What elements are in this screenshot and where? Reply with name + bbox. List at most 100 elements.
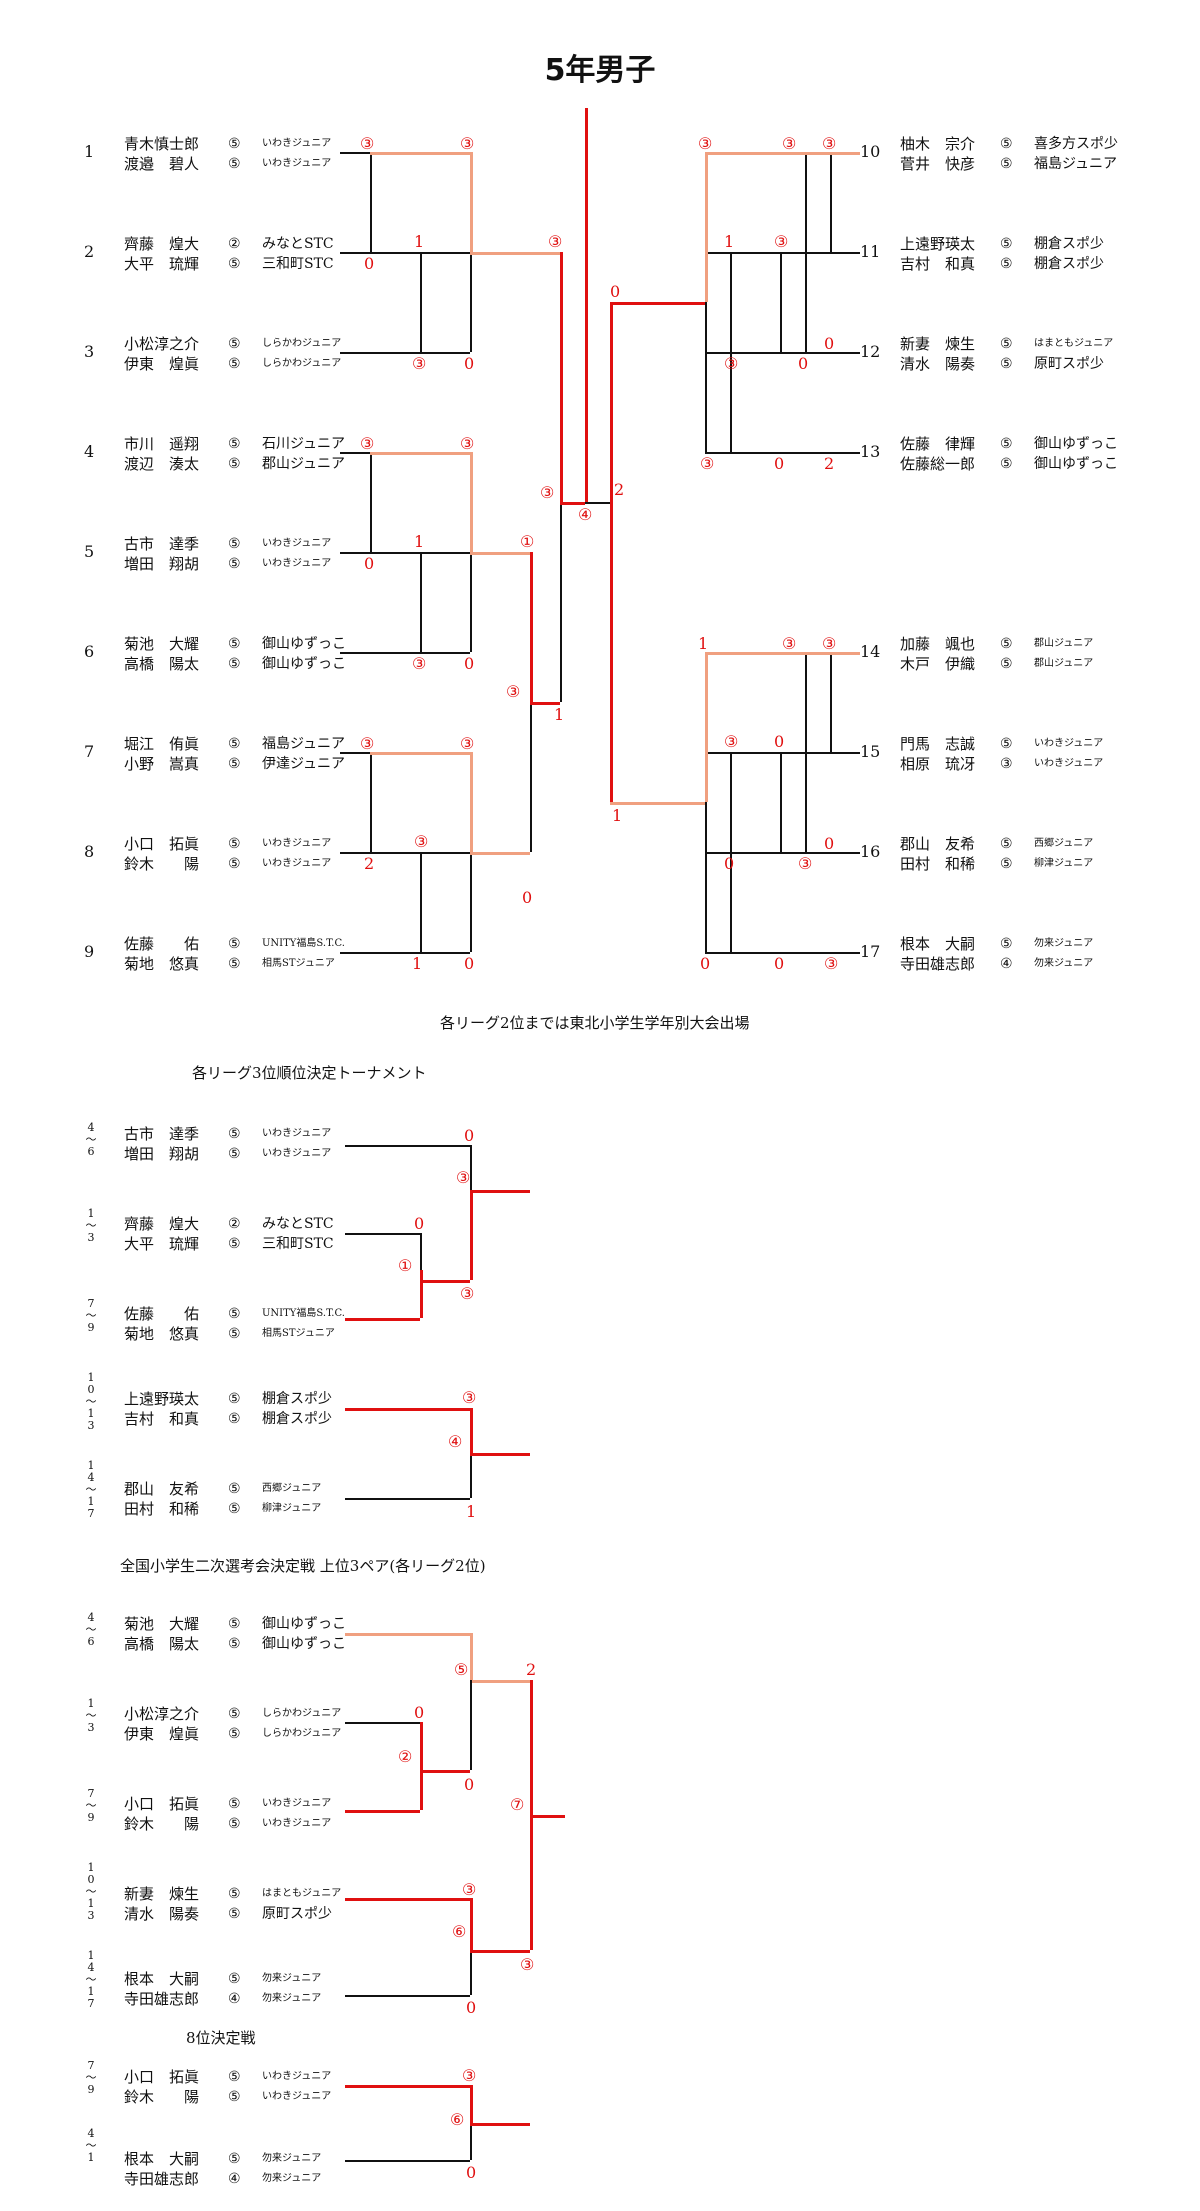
player-name: 佐藤 佑 — [124, 1305, 200, 1323]
player-team: 勿来ジュニア — [1034, 958, 1094, 969]
score-label: ③ — [460, 134, 475, 153]
player-grade: ⑤ — [228, 656, 241, 672]
bracket-line-h — [470, 252, 560, 255]
player-name: 大平 琉輝 — [124, 255, 200, 273]
player-team: UNITY福島S.T.C. — [262, 1308, 345, 1319]
player-name: 郡山 友希 — [124, 1480, 200, 1498]
player-name: 小野 嵩真 — [124, 755, 200, 773]
player-team: 福島ジュニア — [262, 736, 346, 752]
player-team: 郡山ジュニア — [1034, 638, 1094, 649]
score-label: ③ — [724, 354, 739, 373]
league-seed: 15 — [860, 742, 881, 761]
bracket-line-h — [705, 252, 860, 254]
bracket-line-h — [585, 502, 610, 504]
player-grade: ⑤ — [228, 1236, 241, 1252]
player-grade: ⑤ — [228, 1481, 241, 1497]
league-seed: 3 — [84, 342, 95, 361]
score-label: ③ — [462, 2066, 477, 2085]
score-label: 0 — [364, 254, 375, 273]
league-seed: 8 — [84, 842, 95, 861]
score-label: ③ — [782, 634, 797, 653]
score-label: 0 — [824, 834, 835, 853]
bracket-line-h — [610, 802, 705, 805]
player-team: 伊達ジュニア — [262, 756, 346, 772]
bracket-line-v — [470, 1408, 473, 1453]
player-grade: ⑤ — [1000, 656, 1013, 672]
player-grade: ⑤ — [1000, 636, 1013, 652]
player-grade: ⑤ — [228, 2069, 241, 2085]
score-label: ③ — [822, 134, 837, 153]
player-grade: ⑤ — [1000, 856, 1013, 872]
score-label: 0 — [464, 354, 475, 373]
player-team: いわきジュニア — [262, 838, 332, 849]
player-team: 喜多方スポ少 — [1034, 136, 1118, 152]
player-grade: ② — [228, 1216, 241, 1232]
bracket-line-h — [340, 452, 370, 454]
player-grade: ⑤ — [228, 956, 241, 972]
player-grade: ⑤ — [1000, 936, 1013, 952]
bracket-line-h — [345, 1995, 470, 1997]
score-label: 0 — [466, 1998, 477, 2017]
league-seed: 4 — [84, 442, 95, 461]
player-grade: ⑤ — [228, 1306, 241, 1322]
bracket-line-h — [705, 452, 860, 454]
bracket-line-v — [705, 152, 707, 452]
player-name: 佐藤総一郎 — [900, 455, 976, 473]
player-name: 渡辺 湊太 — [124, 455, 200, 473]
score-label: 0 — [414, 1703, 425, 1722]
bracket-line-h — [345, 1408, 470, 1411]
player-name: 寺田雄志郎 — [124, 1990, 200, 2008]
rank-range: 1～3 — [85, 1207, 97, 1244]
bracket-line-h — [340, 552, 470, 554]
player-grade: ⑤ — [1000, 156, 1013, 172]
league-seed: 12 — [860, 342, 881, 361]
bracket-line-h — [345, 1898, 470, 1901]
bracket-line-v — [470, 1633, 473, 1680]
player-name: 佐藤 律輝 — [900, 435, 976, 453]
score-label: 0 — [522, 888, 533, 907]
bracket-line-h — [470, 1190, 530, 1193]
score-label: 1 — [466, 1502, 477, 1521]
sec5-title: 8位決定戦 — [186, 2029, 256, 2047]
player-team: いわきジュニア — [262, 858, 332, 869]
player-name: 根本 大嗣 — [900, 935, 976, 953]
score-label: ③ — [782, 134, 797, 153]
player-team: 棚倉スポ少 — [1034, 236, 1104, 252]
page-title: 5年男子 — [544, 53, 656, 88]
bracket-line-v — [705, 652, 707, 952]
player-grade: ⑤ — [228, 636, 241, 652]
bracket-line-v — [830, 152, 832, 252]
bracket-line-h — [340, 852, 470, 854]
bracket-line-v — [420, 1722, 423, 1810]
player-grade: ⑤ — [228, 1391, 241, 1407]
player-team: 勿来ジュニア — [262, 2173, 322, 2184]
player-team: 三和町STC — [262, 256, 334, 272]
bracket-line-h — [340, 352, 470, 354]
score-label: ③ — [724, 732, 739, 751]
score-label: 0 — [724, 854, 735, 873]
player-name: 高橋 陽太 — [124, 655, 200, 673]
score-label: ④ — [448, 1432, 463, 1451]
bracket-line-v — [780, 752, 782, 852]
player-grade: ⑤ — [228, 856, 241, 872]
bracket-line-h — [345, 1498, 470, 1500]
player-name: 増田 翔胡 — [124, 1145, 200, 1163]
score-label: 1 — [414, 532, 425, 551]
bracket-line-h — [530, 702, 560, 705]
player-grade: ⑤ — [228, 1146, 241, 1162]
score-label: ③ — [360, 134, 375, 153]
player-grade: ⑤ — [228, 1126, 241, 1142]
rank-range: 1～3 — [85, 1697, 97, 1734]
bracket-line-h — [345, 1810, 420, 1813]
player-name: 小口 拓眞 — [124, 2068, 200, 2086]
player-name: 菊地 悠真 — [124, 1325, 200, 1343]
player-team: いわきジュニア — [262, 558, 332, 569]
score-label: 0 — [466, 2163, 477, 2182]
league-seed: 14 — [860, 642, 881, 661]
player-grade: ⑤ — [228, 436, 241, 452]
player-team: 御山ゆずっこ — [262, 1636, 346, 1652]
player-grade: ⑤ — [228, 2089, 241, 2105]
player-grade: ⑤ — [228, 356, 241, 372]
player-team: いわきジュニア — [262, 1128, 332, 1139]
bracket-line-h — [705, 752, 860, 754]
